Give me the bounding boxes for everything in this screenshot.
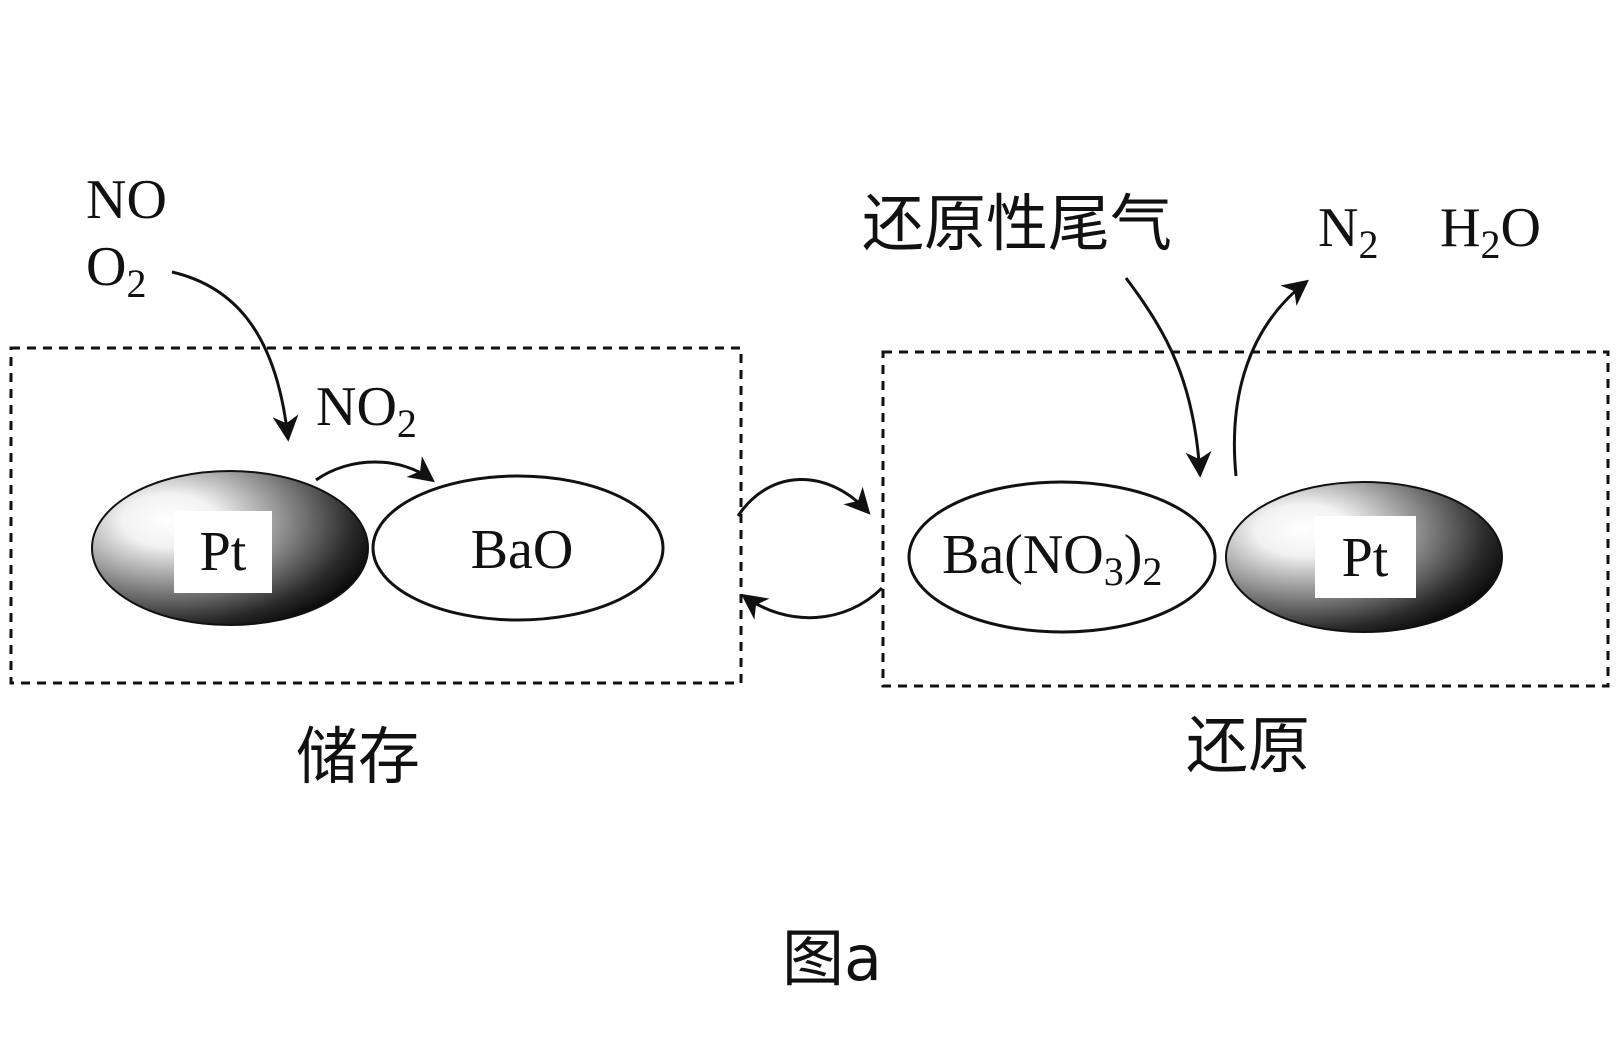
input-no-label: NO bbox=[86, 169, 167, 231]
pt-label-right: Pt bbox=[1342, 527, 1389, 589]
o2-symbol: O bbox=[86, 236, 126, 298]
storage-caption: 储存 bbox=[296, 720, 420, 793]
cycle-arrow-forward bbox=[736, 478, 871, 517]
ba-nitrate-ellipse bbox=[907, 480, 1217, 634]
reduction-panel: 还原性尾气 N2 H2O Ba(NO3)2 Pt 还原 bbox=[862, 187, 1610, 782]
no2-label: NO2 bbox=[316, 376, 417, 446]
spillover-arrow bbox=[315, 456, 435, 483]
bao-particle: BaO bbox=[371, 474, 665, 622]
pt-particle-right: Pt bbox=[1225, 481, 1503, 633]
input-o2-label: O2 bbox=[86, 236, 146, 306]
pt-particle-left: Pt bbox=[91, 470, 369, 626]
ba-nitrate-particle: Ba(NO3)2 bbox=[907, 480, 1217, 634]
ba-nitrate-label: Ba(NO3)2 bbox=[942, 524, 1162, 594]
bao-label: BaO bbox=[471, 519, 574, 581]
storage-dashed-box bbox=[9, 346, 743, 685]
pt-label-box-right bbox=[1315, 516, 1416, 598]
pt-label-left: Pt bbox=[200, 521, 247, 583]
cycle-arrows bbox=[736, 478, 884, 620]
bao-ellipse bbox=[371, 474, 665, 622]
inflow-arrow bbox=[171, 270, 299, 442]
reducing-exhaust-label: 还原性尾气 bbox=[862, 187, 1172, 260]
pt-label-box-left bbox=[174, 511, 272, 593]
reduction-caption: 还原 bbox=[1186, 709, 1310, 782]
cycle-arrow-backward bbox=[740, 586, 884, 620]
o2-subscript: 2 bbox=[126, 261, 146, 306]
storage-panel: NO O2 NO2 Pt BaO 储存 bbox=[9, 169, 743, 793]
output-n2-label: N2 bbox=[1318, 197, 1378, 267]
reductant-inflow-arrow bbox=[1124, 277, 1212, 478]
figure-caption: 图a bbox=[782, 922, 882, 995]
output-h2o-label: H2O bbox=[1440, 197, 1541, 267]
product-outflow-arrow bbox=[1232, 279, 1309, 477]
